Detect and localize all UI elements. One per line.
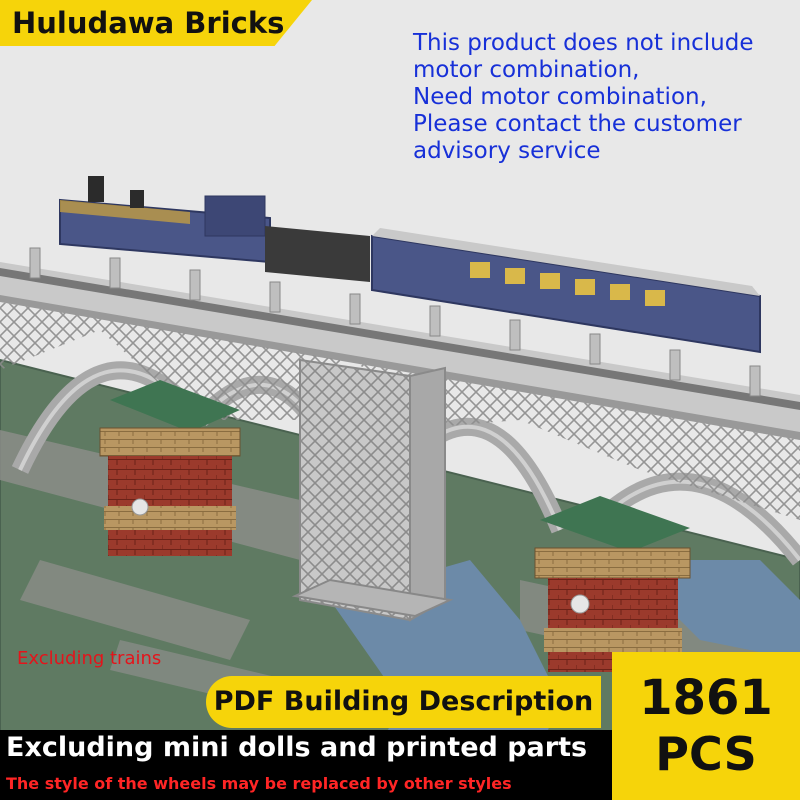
right-brick-pier — [534, 496, 691, 672]
center-pier — [291, 358, 454, 622]
piece-count: 1861 — [639, 670, 773, 726]
motor-notice: This product does not include motor comb… — [413, 30, 754, 165]
brand-badge: Huludawa Bricks — [0, 0, 312, 46]
notice-line: This product does not include — [413, 30, 754, 56]
notice-line: advisory service — [413, 138, 601, 164]
pdf-description-badge: PDF Building Description — [206, 676, 601, 728]
notice-line: motor combination, — [413, 57, 640, 83]
wheel-style-note: The style of the wheels may be replaced … — [6, 774, 512, 793]
notice-line: Need motor combination, — [413, 84, 707, 110]
passenger-coach — [371, 228, 761, 354]
excluding-trains-label: Excluding trains — [17, 648, 162, 669]
steam-locomotive — [59, 176, 370, 282]
bottom-bar — [0, 730, 612, 800]
piece-unit: PCS — [655, 727, 757, 781]
left-brick-pier — [99, 380, 241, 556]
excluding-parts-label: Excluding mini dolls and printed parts — [6, 732, 588, 763]
piece-count-panel: 1861 PCS — [612, 652, 800, 800]
railing — [29, 247, 761, 397]
notice-line: Please contact the customer — [413, 111, 742, 137]
